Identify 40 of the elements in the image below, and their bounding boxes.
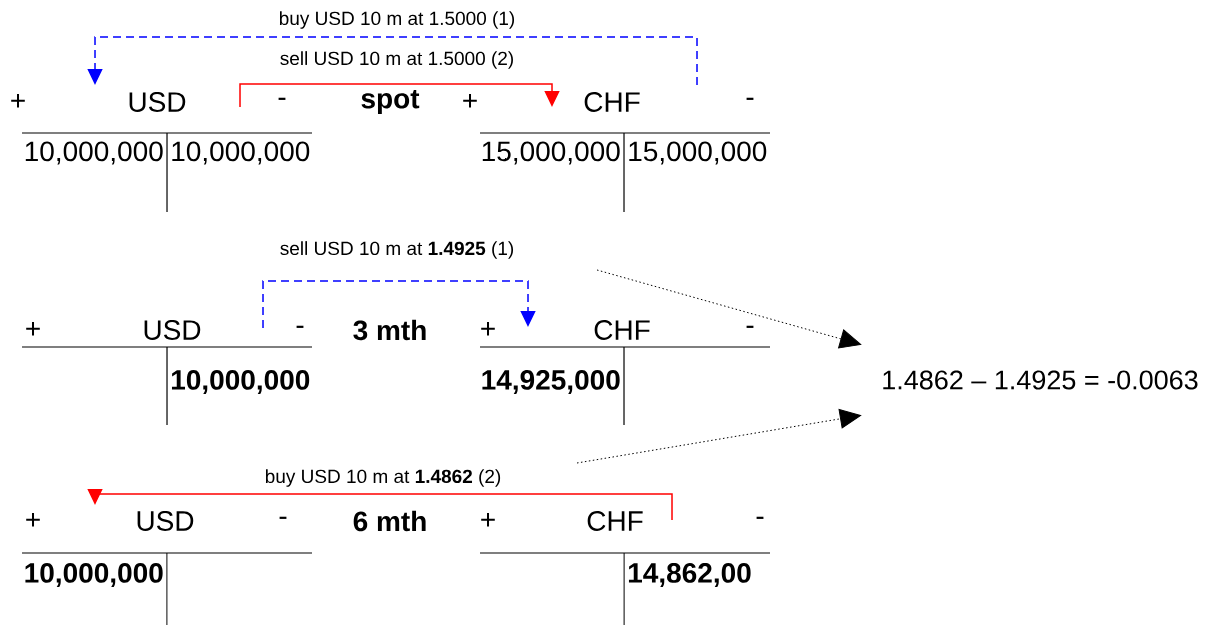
arrow — [87, 36, 698, 86]
account-name: CHF — [587, 511, 643, 531]
edge-label: buy USD 10 m at 1.5000 (1) — [277, 10, 517, 30]
plus-sign: + — [26, 321, 40, 336]
plus-sign: + — [481, 512, 495, 527]
account-name: USD — [129, 92, 186, 112]
amount: 14,925,000 — [482, 370, 620, 394]
edge-label: sell USD 10 m at 1.4925 (1) — [278, 240, 516, 260]
period-label: 6 mth — [353, 510, 426, 532]
account-name: CHF — [584, 92, 640, 112]
minus-sign: - — [296, 325, 304, 328]
amount: 15,000,000 — [482, 141, 620, 165]
minus-sign: - — [756, 516, 764, 519]
plus-sign: + — [463, 93, 477, 108]
edge-label: sell USD 10 m at 1.5000 (2) — [278, 50, 516, 70]
arrow — [262, 280, 536, 329]
plus-sign: + — [26, 512, 40, 527]
arrow — [87, 488, 673, 521]
account-name: CHF — [594, 320, 650, 340]
result-text: 1.4862 – 1.4925 = -0.0063 — [883, 370, 1198, 390]
minus-sign: - — [279, 516, 287, 519]
amount: 15,000,000 — [629, 141, 767, 165]
account-name: USD — [144, 320, 201, 340]
plus-sign: + — [11, 93, 25, 108]
amount: 10,000,000 — [172, 141, 310, 165]
edge-label: buy USD 10 m at 1.4862 (2) — [263, 468, 503, 488]
arrow — [239, 83, 560, 108]
minus-sign: - — [278, 97, 286, 100]
arrow — [596, 269, 862, 349]
amount: 10,000,000 — [25, 141, 163, 165]
minus-sign: - — [746, 97, 754, 100]
plus-sign: + — [481, 321, 495, 336]
amount: 10,000,000 — [171, 370, 310, 394]
account-name: USD — [137, 511, 194, 531]
amount: 14,862,00 — [628, 563, 751, 587]
period-label: 3 mth — [353, 319, 426, 341]
minus-sign: - — [746, 325, 754, 328]
arrow — [576, 409, 862, 464]
period-label: spot — [361, 89, 420, 115]
amount: 10,000,000 — [25, 563, 163, 587]
